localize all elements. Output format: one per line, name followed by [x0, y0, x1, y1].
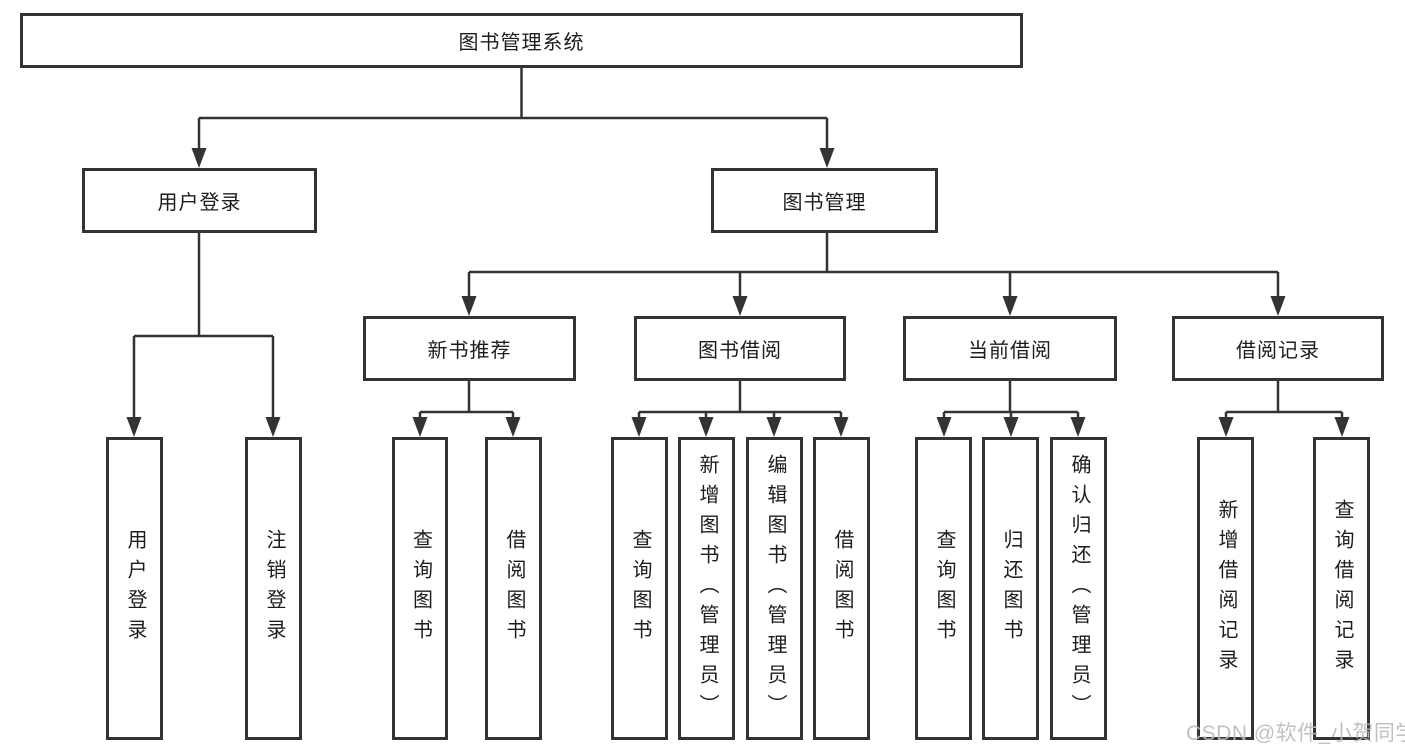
- leaf-label: 查询图书: [629, 528, 651, 649]
- leaf-label: 查询借阅记录: [1331, 498, 1353, 679]
- node-leaf-query-books-1: 查询图书: [392, 437, 448, 740]
- node-book-management: 图书管理: [711, 168, 938, 233]
- node-leaf-query-books-3: 查询图书: [915, 437, 972, 740]
- leaf-label: 新增图书（管理员）: [696, 453, 718, 724]
- connector-lines: [132, 68, 1344, 419]
- node-leaf-query-books-2: 查询图书: [611, 437, 668, 740]
- leaf-label: 确认归还（管理员）: [1068, 453, 1090, 724]
- node-leaf-borrow-books-2: 借阅图书: [813, 437, 870, 740]
- leaf-label: 用户登录: [124, 528, 146, 649]
- leaf-label: 注销登录: [263, 528, 285, 649]
- leaf-label: 编辑图书（管理员）: [764, 453, 786, 724]
- leaf-label: 查询图书: [933, 528, 955, 649]
- node-leaf-query-borrow-record: 查询借阅记录: [1313, 437, 1370, 740]
- csdn-watermark: CSDN @软件_小贺同学: [1186, 722, 1405, 745]
- node-leaf-confirm-return-admin: 确认归还（管理员）: [1050, 437, 1107, 740]
- leaf-label: 归还图书: [1000, 528, 1022, 649]
- leaf-label: 新增借阅记录: [1215, 498, 1237, 679]
- node-leaf-edit-book-admin: 编辑图书（管理员）: [746, 437, 803, 740]
- node-current-borrow: 当前借阅: [903, 316, 1117, 381]
- node-user-login: 用户登录: [82, 168, 317, 233]
- node-leaf-logout: 注销登录: [245, 437, 302, 740]
- node-root: 图书管理系统: [20, 13, 1023, 68]
- node-new-book-recommend: 新书推荐: [363, 316, 576, 381]
- node-borrow-records: 借阅记录: [1172, 316, 1384, 381]
- arrowheads: [126, 148, 1350, 437]
- leaf-label: 借阅图书: [831, 528, 853, 649]
- node-book-borrow: 图书借阅: [634, 316, 846, 381]
- node-leaf-add-book-admin: 新增图书（管理员）: [678, 437, 735, 740]
- node-leaf-borrow-books-1: 借阅图书: [485, 437, 542, 740]
- leaf-label: 查询图书: [409, 528, 432, 649]
- node-leaf-return-book: 归还图书: [982, 437, 1039, 740]
- node-leaf-add-borrow-record: 新增借阅记录: [1197, 437, 1254, 740]
- leaf-label: 借阅图书: [503, 528, 525, 649]
- node-leaf-user-login: 用户登录: [106, 437, 163, 740]
